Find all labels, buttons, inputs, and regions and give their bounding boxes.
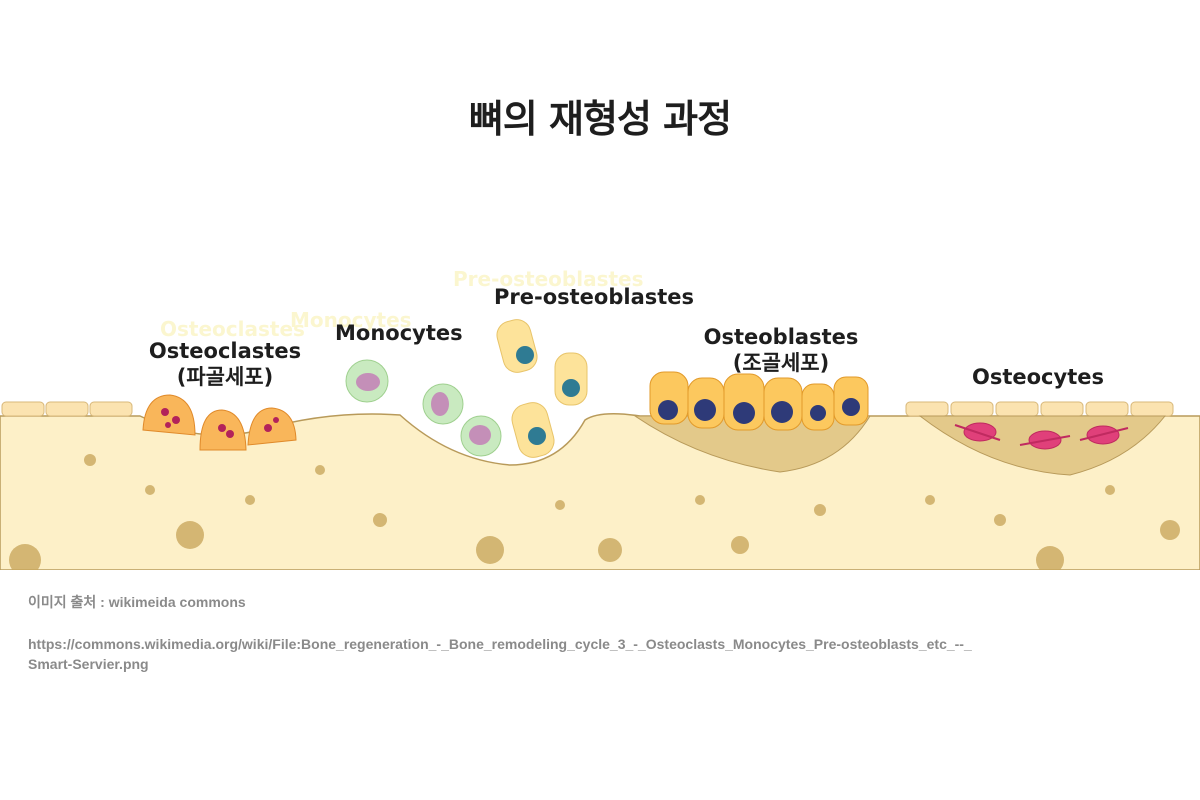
faded-label-osteoclasts: Osteoclastes [160, 317, 305, 341]
label-pre-osteoblasts: Pre-osteoblastes [494, 285, 695, 309]
monocyte-nuclei [356, 373, 491, 445]
osteoblast-nuclei [658, 398, 860, 424]
lining-cells-right [905, 401, 1174, 417]
label-osteoclasts: Osteoclastes (파골세포) [145, 338, 305, 390]
lining-cells-left [1, 401, 133, 417]
bone-illustration [0, 319, 1200, 576]
label-monocytes: Monocytes [335, 321, 463, 345]
label-osteoblasts-ko: (조골세포) [732, 351, 830, 375]
source-url-line2[interactable]: Smart-Servier.png [28, 656, 149, 672]
osteocyte-cells [954, 422, 1129, 450]
bone-remodeling-diagram: Osteoclastes Monocytes Pre-osteoblastes … [0, 260, 1200, 576]
source-url-line1[interactable]: https://commons.wikimedia.org/wiki/File:… [28, 636, 972, 652]
bone-pores [9, 454, 1180, 576]
faded-label-pre-osteoblasts: Pre-osteoblastes [453, 267, 644, 291]
label-osteoclasts-ko: (파골세포) [176, 365, 274, 389]
source-url[interactable]: https://commons.wikimedia.org/wiki/File:… [28, 634, 972, 674]
label-osteoblasts-en: Osteoblastes [703, 325, 859, 349]
label-osteoclasts-en: Osteoclastes [148, 339, 302, 363]
label-osteoblasts: Osteoblastes (조골세포) [700, 324, 862, 376]
label-osteocytes: Osteocytes [972, 365, 1104, 389]
osteoclast-cells [142, 394, 297, 451]
page-title: 뼈의 재형성 과정 [468, 97, 732, 141]
osteoclast-nuclei [161, 408, 279, 438]
faded-label-monocytes: Monocytes [290, 308, 412, 332]
pre-osteoblast-nuclei [516, 346, 580, 445]
image-source: 이미지 출처 : wikimeida commons [28, 594, 246, 610]
